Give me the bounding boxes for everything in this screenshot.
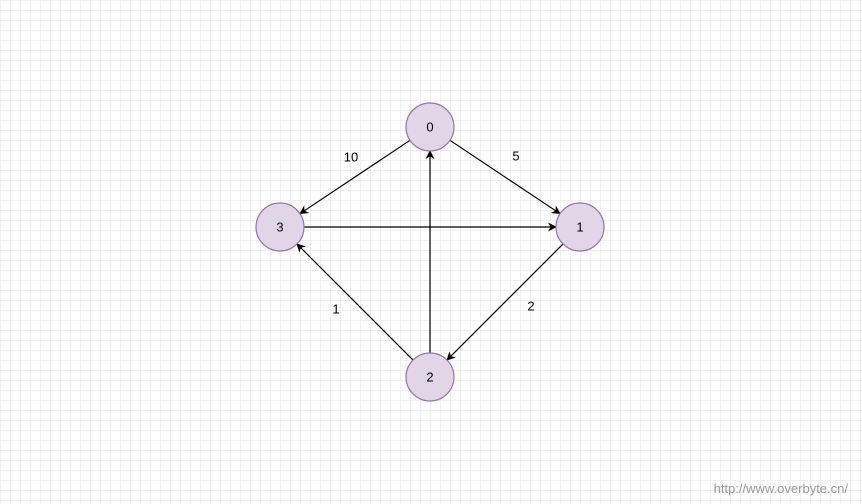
node-2-circle [405,352,455,402]
edge-0-to-3 [299,139,411,215]
edges-layer [296,139,564,361]
node-0: 0 [405,102,455,152]
edge-1-to-2 [446,243,564,361]
weights-layer: 5 10 2 1 [332,148,534,316]
nodes-layer: 0 1 2 3 [255,102,605,402]
node-2: 2 [405,352,455,402]
node-2-label: 2 [426,369,433,384]
node-3-circle [255,202,305,252]
node-1: 1 [555,202,605,252]
node-0-label: 0 [426,119,433,134]
edge-weight-0-to-1: 5 [512,148,519,163]
node-0-circle [405,102,455,152]
node-1-label: 1 [576,219,583,234]
node-1-circle [555,202,605,252]
node-3-label: 3 [276,219,283,234]
watermark-text: http://www.overbyte.cn/ [713,481,848,496]
edge-0-to-1 [449,139,561,215]
edge-weight-2-to-3: 1 [332,301,339,316]
edge-weight-1-to-2: 2 [527,298,534,313]
node-3: 3 [255,202,305,252]
edge-2-to-3 [296,243,414,361]
edge-weight-0-to-3: 10 [344,149,358,164]
